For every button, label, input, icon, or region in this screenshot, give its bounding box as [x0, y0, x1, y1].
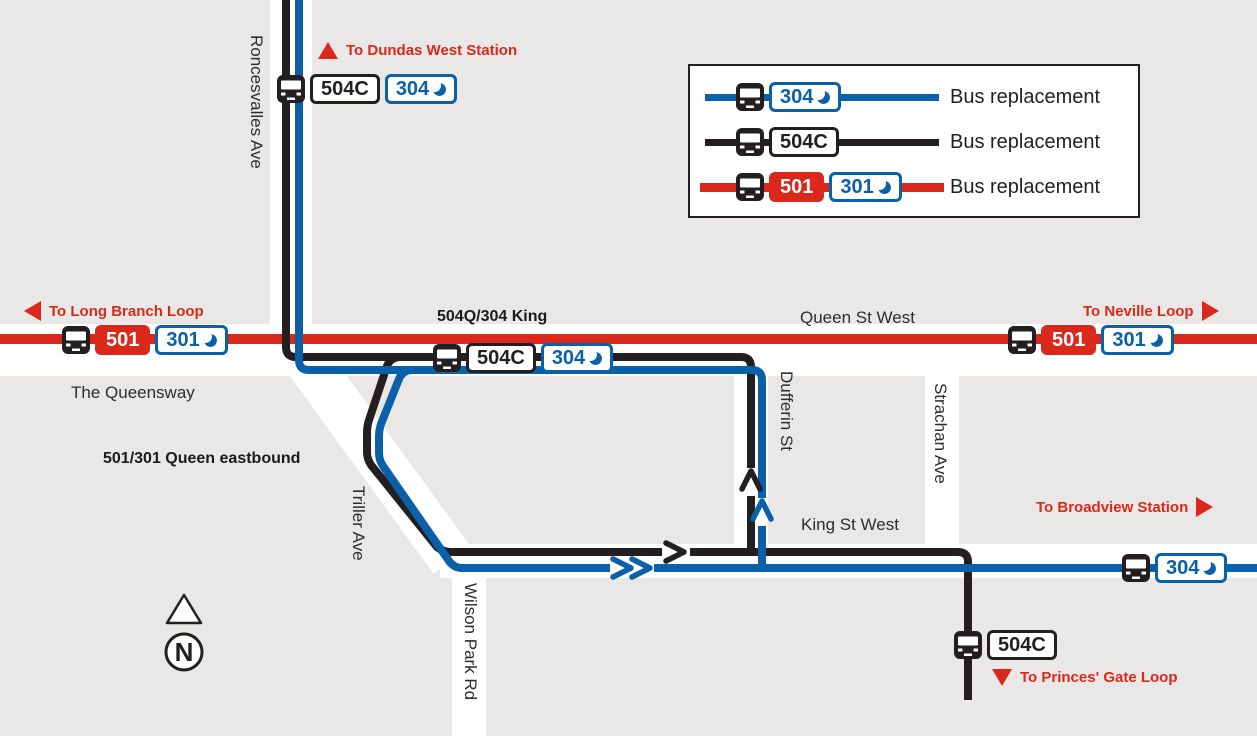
bus-icon: [1008, 326, 1036, 354]
route-badge-304: 304: [384, 74, 458, 104]
bus-icon: [62, 326, 90, 354]
legend: 304 Bus replacement 504C Bus replacement: [688, 64, 1140, 218]
bus-icon: [736, 128, 764, 156]
route-number: 301: [1112, 328, 1146, 351]
route-number: 501: [106, 328, 140, 351]
stop-badge-roncesvalles: 504C 304: [277, 74, 458, 104]
route-note-queen-eastbound: 501/301 Queen eastbound: [103, 450, 301, 467]
direction-broadview: To Broadview Station: [1036, 497, 1214, 517]
arrow-right-icon: [1196, 497, 1214, 517]
compass-circle: [164, 632, 204, 672]
route-304-king: [375, 366, 1257, 572]
night-moon-icon: [589, 351, 603, 365]
bus-icon: [1122, 554, 1150, 582]
legend-row-text: Bus replacement: [950, 131, 1101, 153]
bus-icon: [736, 83, 764, 111]
direction-long-branch: To Long Branch Loop: [24, 301, 204, 321]
direction-text: To Princes' Gate Loop: [1020, 669, 1178, 686]
direction-text: To Neville Loop: [1083, 302, 1194, 320]
night-moon-icon: [1149, 333, 1163, 347]
street-label-triller: Triller Ave: [349, 486, 368, 561]
route-number: 304: [551, 346, 586, 369]
route-number: 301: [166, 328, 200, 351]
route-number: 501: [780, 175, 814, 198]
street-label-roncesvalles: Roncesvalles Ave: [247, 35, 266, 169]
direction-text: To Dundas West Station: [346, 42, 518, 59]
route-badge-304: 304: [769, 82, 842, 112]
stop-badge-strachan: 504C: [954, 630, 1057, 660]
route-badge-504c: 504C: [769, 127, 839, 157]
route-number: 304: [1166, 556, 1200, 579]
northbound-chevron-blue-icon: [750, 498, 774, 522]
street-label-queensway: The Queensway: [71, 383, 195, 402]
stop-badge-queen-east: 501 301: [1008, 325, 1174, 355]
street-label-wilson-park: Wilson Park Rd: [461, 583, 480, 701]
northbound-chevron-black-icon: [739, 468, 763, 492]
street-label-strachan: Strachan Ave: [931, 383, 950, 484]
direction-dundas-west: To Dundas West Station: [318, 42, 517, 59]
eastbound-chevron-black-icon: [663, 540, 687, 564]
route-badge-501: 501: [769, 172, 825, 202]
route-badge-304: 304: [1155, 553, 1228, 583]
bus-icon: [736, 173, 764, 201]
north-compass: N: [164, 593, 204, 672]
stop-badge-king-east: 304: [1122, 553, 1228, 583]
legend-304-badge: 304: [736, 82, 842, 112]
route-number: 304: [780, 85, 814, 108]
route-number: 301: [840, 175, 874, 198]
direction-chevrons: [610, 468, 774, 580]
legend-row-text: Bus replacement: [950, 176, 1101, 198]
arrow-down-icon: [992, 669, 1012, 686]
bus-icon: [954, 631, 982, 659]
route-badge-504c: 504C: [987, 630, 1057, 660]
direction-text: To Broadview Station: [1036, 498, 1189, 516]
direction-text: To Long Branch Loop: [49, 302, 204, 320]
route-number: 504C: [998, 633, 1046, 656]
route-number: 304: [395, 77, 430, 100]
route-badge-301: 301: [1101, 325, 1174, 355]
route-badge-501: 501: [1041, 325, 1097, 355]
street-label-queen: Queen St West: [800, 308, 915, 327]
route-note-king-diversion: 504Q/304 King: [437, 308, 548, 325]
street-label-king: King St West: [801, 515, 899, 534]
night-moon-icon: [203, 333, 217, 347]
legend-row-text: Bus replacement: [950, 86, 1101, 108]
compass-arrow-icon: [165, 593, 203, 625]
route-number: 504C: [780, 130, 828, 153]
route-badge-301: 301: [155, 325, 228, 355]
compass-north-label: N: [175, 637, 194, 667]
bus-icon: [433, 344, 461, 372]
night-moon-icon: [433, 82, 447, 96]
route-number: 504C: [477, 346, 525, 369]
route-504c-king-strachan: [363, 353, 972, 700]
direction-neville: To Neville Loop: [1083, 301, 1219, 321]
direction-princes-gate: To Princes' Gate Loop: [992, 669, 1177, 686]
night-moon-icon: [1203, 561, 1217, 575]
route-badge-301: 301: [829, 172, 902, 202]
bus-icon: [277, 75, 305, 103]
night-moon-icon: [877, 180, 891, 194]
stop-badge-queen-king: 504C 304: [433, 343, 614, 373]
night-moon-icon: [817, 90, 831, 104]
route-badge-504c: 504C: [466, 343, 536, 373]
arrow-left-icon: [24, 301, 41, 321]
legend-501-301-badge: 501 301: [736, 172, 902, 202]
arrow-right-icon: [1201, 301, 1219, 321]
arrow-up-icon: [318, 42, 338, 59]
route-badge-304: 304: [540, 343, 614, 373]
route-badge-501: 501: [95, 325, 151, 355]
street-label-dufferin: Dufferin St: [777, 371, 796, 452]
legend-504c-badge: 504C: [736, 127, 839, 157]
eastbound-chevron-blue-icon: [610, 556, 653, 580]
route-number: 504C: [321, 77, 369, 100]
route-badge-504c: 504C: [310, 74, 380, 104]
stop-badge-queen-west: 501 301: [62, 325, 228, 355]
route-number: 501: [1052, 328, 1086, 351]
